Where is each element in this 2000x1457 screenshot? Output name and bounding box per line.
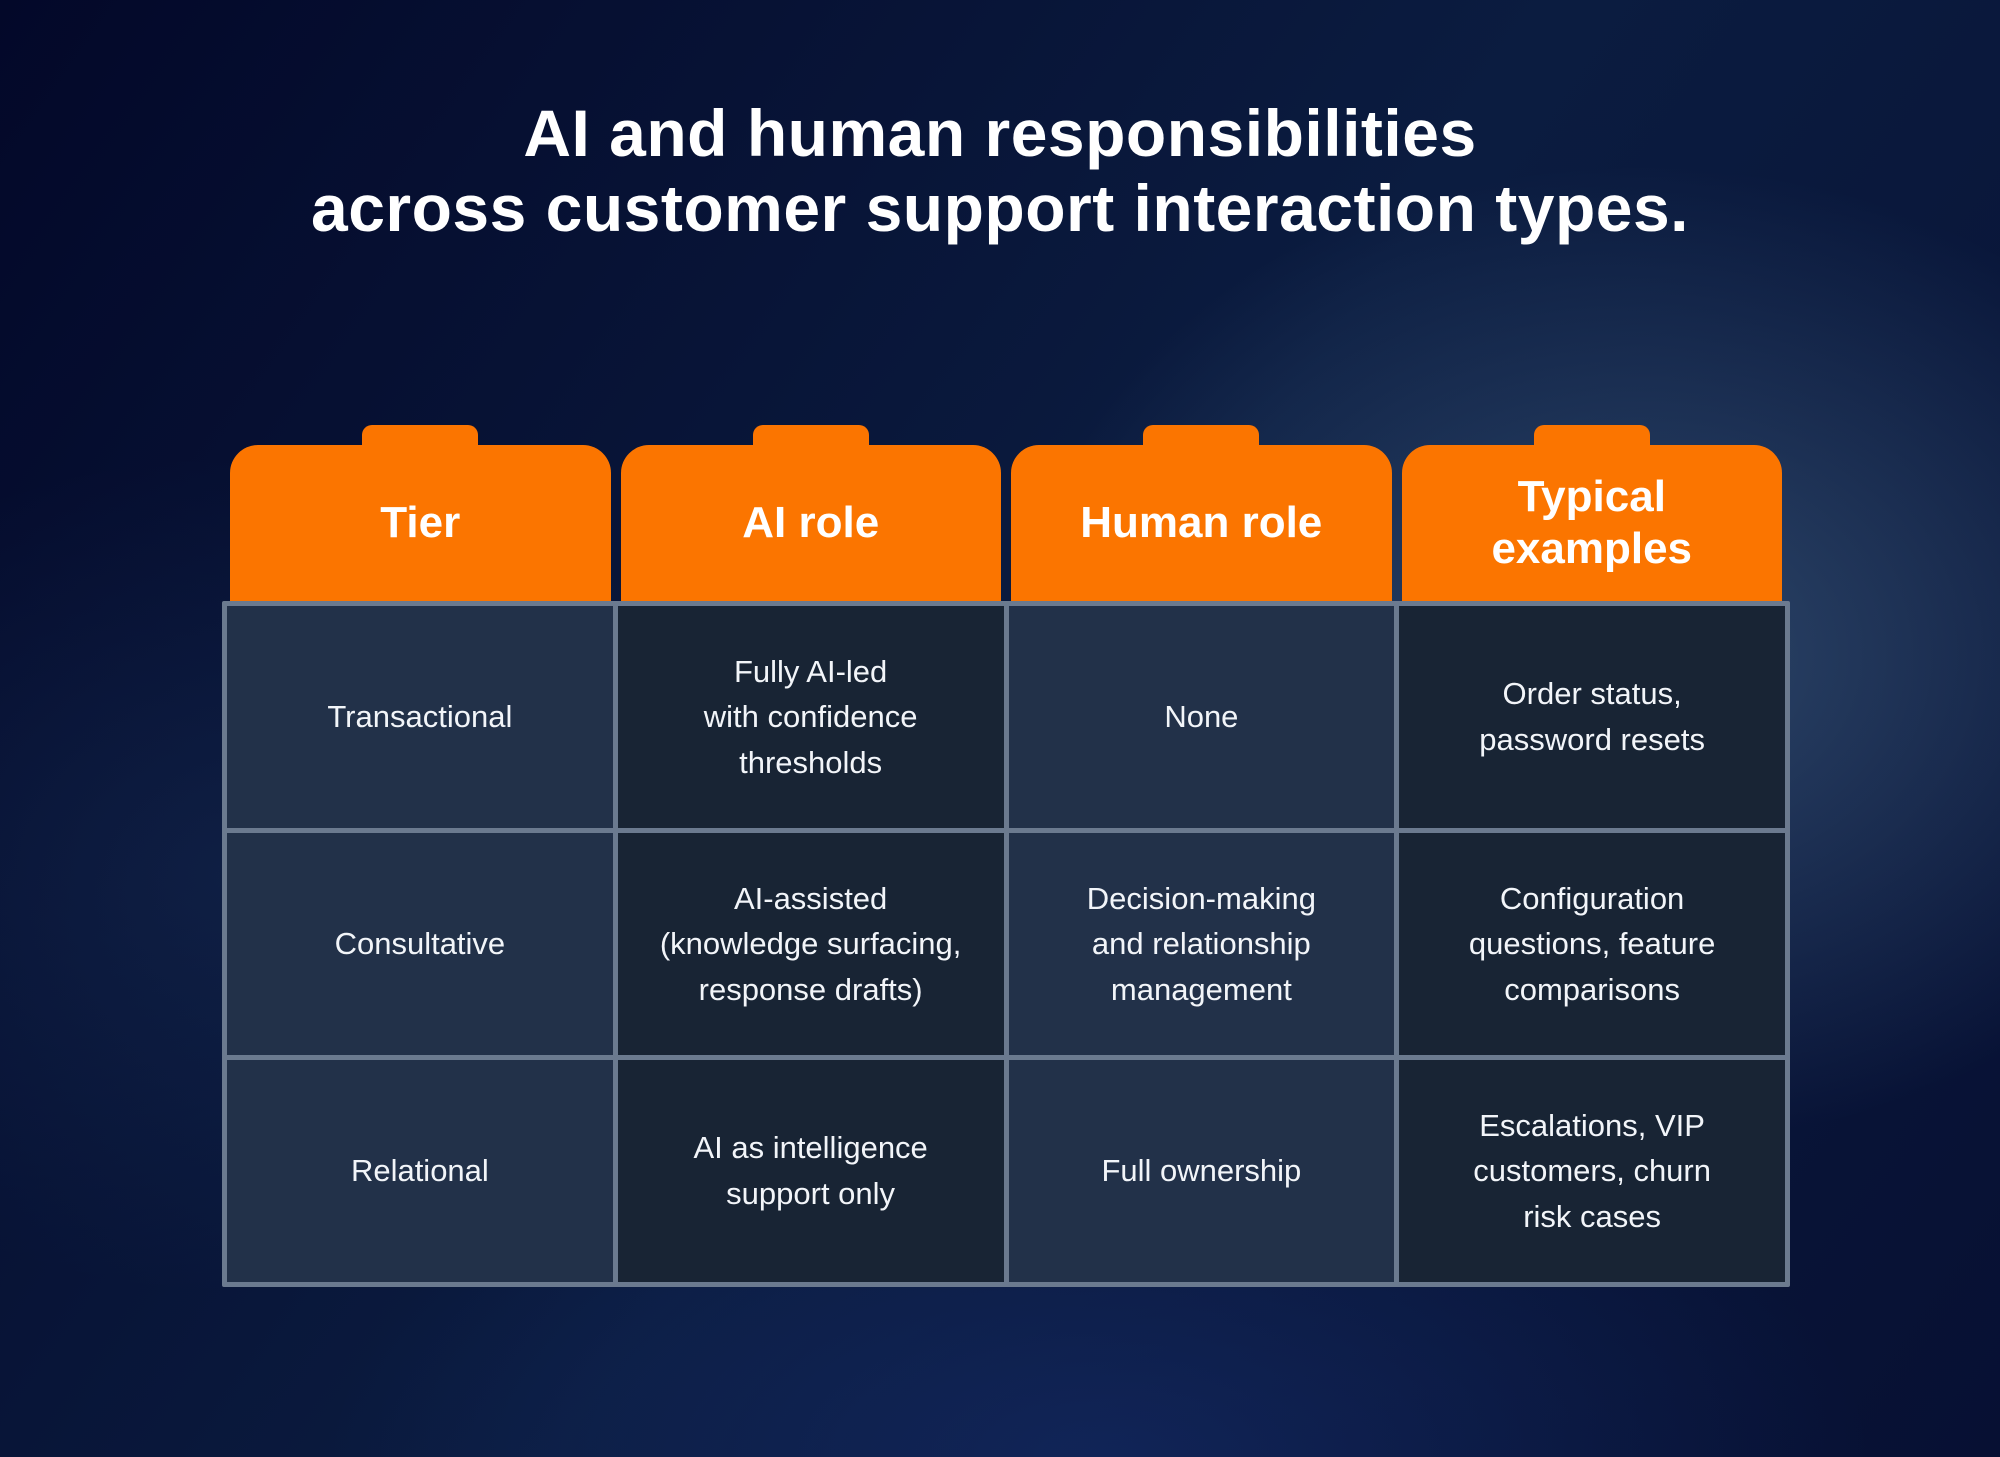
- responsibility-table: Tier AI role Human role Typical examples…: [222, 425, 1790, 1287]
- header-col-typical-examples: Typical examples: [1401, 425, 1782, 601]
- header-tab-notch: [362, 425, 479, 445]
- header-label-ai-role: AI role: [620, 445, 1001, 601]
- header-col-human-role: Human role: [1011, 425, 1392, 601]
- cell-relational-ai-role: AI as intelligence support only: [617, 1060, 1004, 1282]
- header-col-tier: Tier: [230, 425, 611, 601]
- table-body: Transactional Fully AI-led with confiden…: [222, 601, 1790, 1287]
- header-tab-notch: [1533, 425, 1650, 445]
- cell-transactional-tier: Transactional: [227, 606, 613, 828]
- table-header-row: Tier AI role Human role Typical examples: [222, 425, 1790, 601]
- header-label-human-role: Human role: [1011, 445, 1392, 601]
- cell-transactional-examples: Order status, password resets: [1399, 606, 1785, 828]
- page-title: AI and human responsibilities across cus…: [0, 96, 2000, 245]
- header-tab-notch: [752, 425, 869, 445]
- cell-consultative-ai-role: AI-assisted (knowledge surfacing, respon…: [617, 833, 1004, 1055]
- cell-relational-examples: Escalations, VIP customers, churn risk c…: [1399, 1060, 1785, 1282]
- cell-transactional-human-role: None: [1008, 606, 1395, 828]
- cell-transactional-ai-role: Fully AI-led with confidence thresholds: [617, 606, 1004, 828]
- header-tab-notch: [1143, 425, 1260, 445]
- header-col-ai-role: AI role: [620, 425, 1001, 601]
- cell-consultative-examples: Configuration questions, feature compari…: [1399, 833, 1785, 1055]
- page-title-line2: across customer support interaction type…: [310, 170, 1690, 245]
- cell-consultative-human-role: Decision-making and relationship managem…: [1008, 833, 1395, 1055]
- header-label-tier: Tier: [230, 445, 611, 601]
- header-label-typical-examples: Typical examples: [1401, 445, 1782, 601]
- cell-consultative-tier: Consultative: [227, 833, 613, 1055]
- cell-relational-tier: Relational: [227, 1060, 613, 1282]
- cell-relational-human-role: Full ownership: [1008, 1060, 1395, 1282]
- page-title-line1: AI and human responsibilities: [523, 96, 1477, 170]
